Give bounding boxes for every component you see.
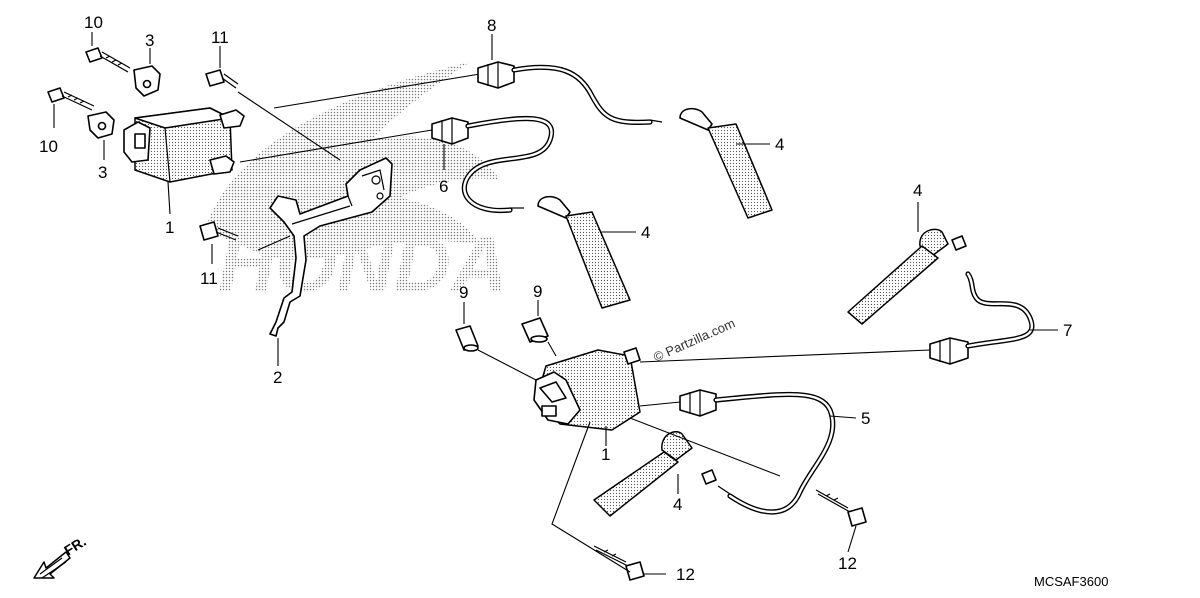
callout-4-bottom: 4 <box>673 495 682 514</box>
bolt-11-lower <box>199 221 239 241</box>
bolt-10-upper <box>85 47 131 73</box>
callout-5: 5 <box>861 409 870 428</box>
spacer-9-right <box>521 317 549 343</box>
spark-plug-cap-7 <box>929 271 1035 365</box>
callout-1-lower: 1 <box>601 445 610 464</box>
callout-11-upper: 11 <box>211 28 229 47</box>
clip-3-upper <box>133 65 161 97</box>
bolt-12-bottom <box>593 545 645 581</box>
callout-4-top: 4 <box>775 135 784 154</box>
callout-8: 8 <box>487 16 496 35</box>
clip-3-lower <box>87 111 115 139</box>
spark-plug-cap-5 <box>679 389 836 515</box>
front-direction: FR. <box>33 533 89 579</box>
callout-12-bottom: 12 <box>676 565 695 584</box>
bolt-12-right <box>815 489 867 527</box>
watermark: © Partzilla.com <box>651 315 737 364</box>
plug-cap-4-a <box>679 107 773 219</box>
callout-11-lower: 11 <box>200 269 218 288</box>
callout-7: 7 <box>1063 321 1072 340</box>
callout-4-middle: 4 <box>641 223 650 242</box>
plug-cap-4-c <box>847 228 967 325</box>
lower-ignition-coil <box>533 347 641 431</box>
bolt-11-upper <box>205 69 239 89</box>
callouts: 10 3 11 8 10 3 1 6 4 11 4 4 9 9 2 7 5 1 … <box>39 13 1072 584</box>
lower-leaders <box>477 341 931 573</box>
callout-3-lower: 3 <box>98 163 107 182</box>
callout-3-upper: 3 <box>145 31 154 50</box>
spark-plug-cap-8 <box>477 61 663 125</box>
callout-1-upper: 1 <box>165 218 174 237</box>
callout-12-right: 12 <box>838 554 857 573</box>
spark-plug-cap-6 <box>431 115 555 214</box>
upper-leaders <box>237 73 481 251</box>
callout-leaders <box>53 32 1058 575</box>
callout-9-left: 9 <box>459 283 468 302</box>
callout-9-right: 9 <box>533 282 542 301</box>
bolt-10-lower <box>47 87 95 111</box>
brand-logo-text: HONDA <box>218 220 508 308</box>
diagram-code: MCSAF3600 <box>1034 574 1108 589</box>
spacer-9-left <box>455 325 479 352</box>
bracket-2 <box>269 157 393 337</box>
callout-4-right: 4 <box>913 181 922 200</box>
upper-ignition-coil <box>123 107 245 183</box>
callout-10-lower: 10 <box>39 137 58 156</box>
plug-cap-4-b <box>537 195 631 309</box>
callout-10-upper: 10 <box>84 13 103 32</box>
callout-2: 2 <box>273 368 282 387</box>
callout-6: 6 <box>439 177 448 196</box>
